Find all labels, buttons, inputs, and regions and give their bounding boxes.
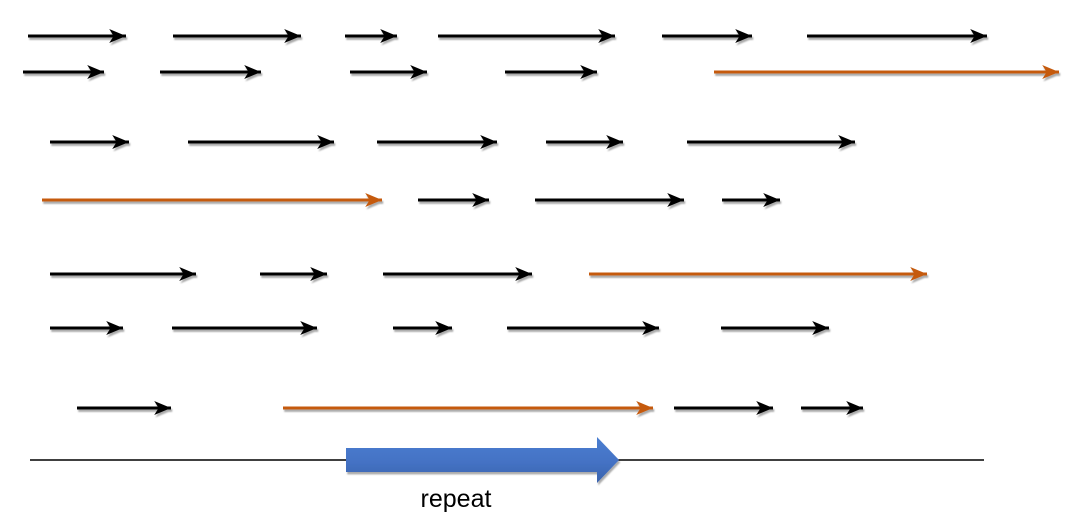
repeat-label: repeat (421, 485, 492, 513)
reads-layer (23, 29, 1059, 415)
repeat-region-arrow (346, 437, 619, 483)
